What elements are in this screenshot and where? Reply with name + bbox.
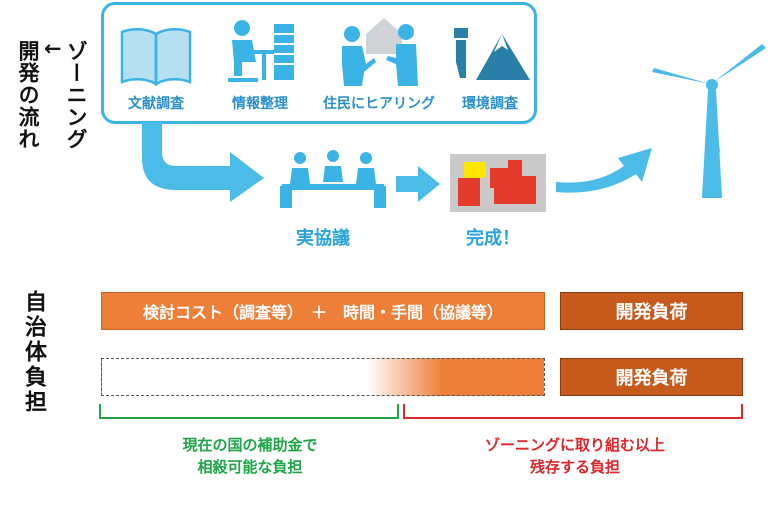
survey-item-label-environment: 環境調査 (462, 96, 518, 112)
survey-item-label-literature: 文献調査 (128, 96, 184, 112)
development-load-bar-1: 開発負荷 (560, 292, 743, 330)
cost-time-bar: 検討コスト（調査等） ＋ 時間・手間（協議等） (101, 292, 545, 330)
burden-vertical-title: 自治体負担 (21, 290, 46, 415)
consultation-label: 実協議 (296, 228, 350, 249)
person-at-desk-icon (228, 20, 294, 82)
binoculars-mountain-icon (454, 28, 530, 80)
flow-arrow-down-right (142, 122, 264, 202)
survey-item-label-info: 情報整理 (232, 96, 288, 112)
red-bracket (403, 404, 743, 419)
flow-arrow-right (396, 166, 440, 202)
flow-arrow-curve-up (556, 148, 652, 193)
survey-item-label-hearing: 住民にヒアリング (323, 96, 435, 112)
completion-label: 完成！ (466, 228, 520, 249)
meeting-table-icon (280, 150, 386, 208)
offset-burden-bar (101, 358, 545, 396)
wind-turbine-icon (652, 44, 766, 198)
remaining-burden-note: ゾーニングに取り組む以上 残存する負担 (484, 436, 665, 476)
subsidy-offset-note: 現在の国の補助金で 相殺可能な負担 (182, 436, 318, 476)
brackets (99, 404, 743, 419)
green-bracket (99, 404, 399, 419)
open-book-icon (120, 28, 192, 87)
people-talking-icon (342, 18, 418, 86)
flow-vertical-title: ゾーニング ↓ 開発の流れ (16, 40, 88, 150)
zoning-map-icon (450, 154, 546, 212)
development-load-bar-2: 開発負荷 (560, 358, 743, 396)
